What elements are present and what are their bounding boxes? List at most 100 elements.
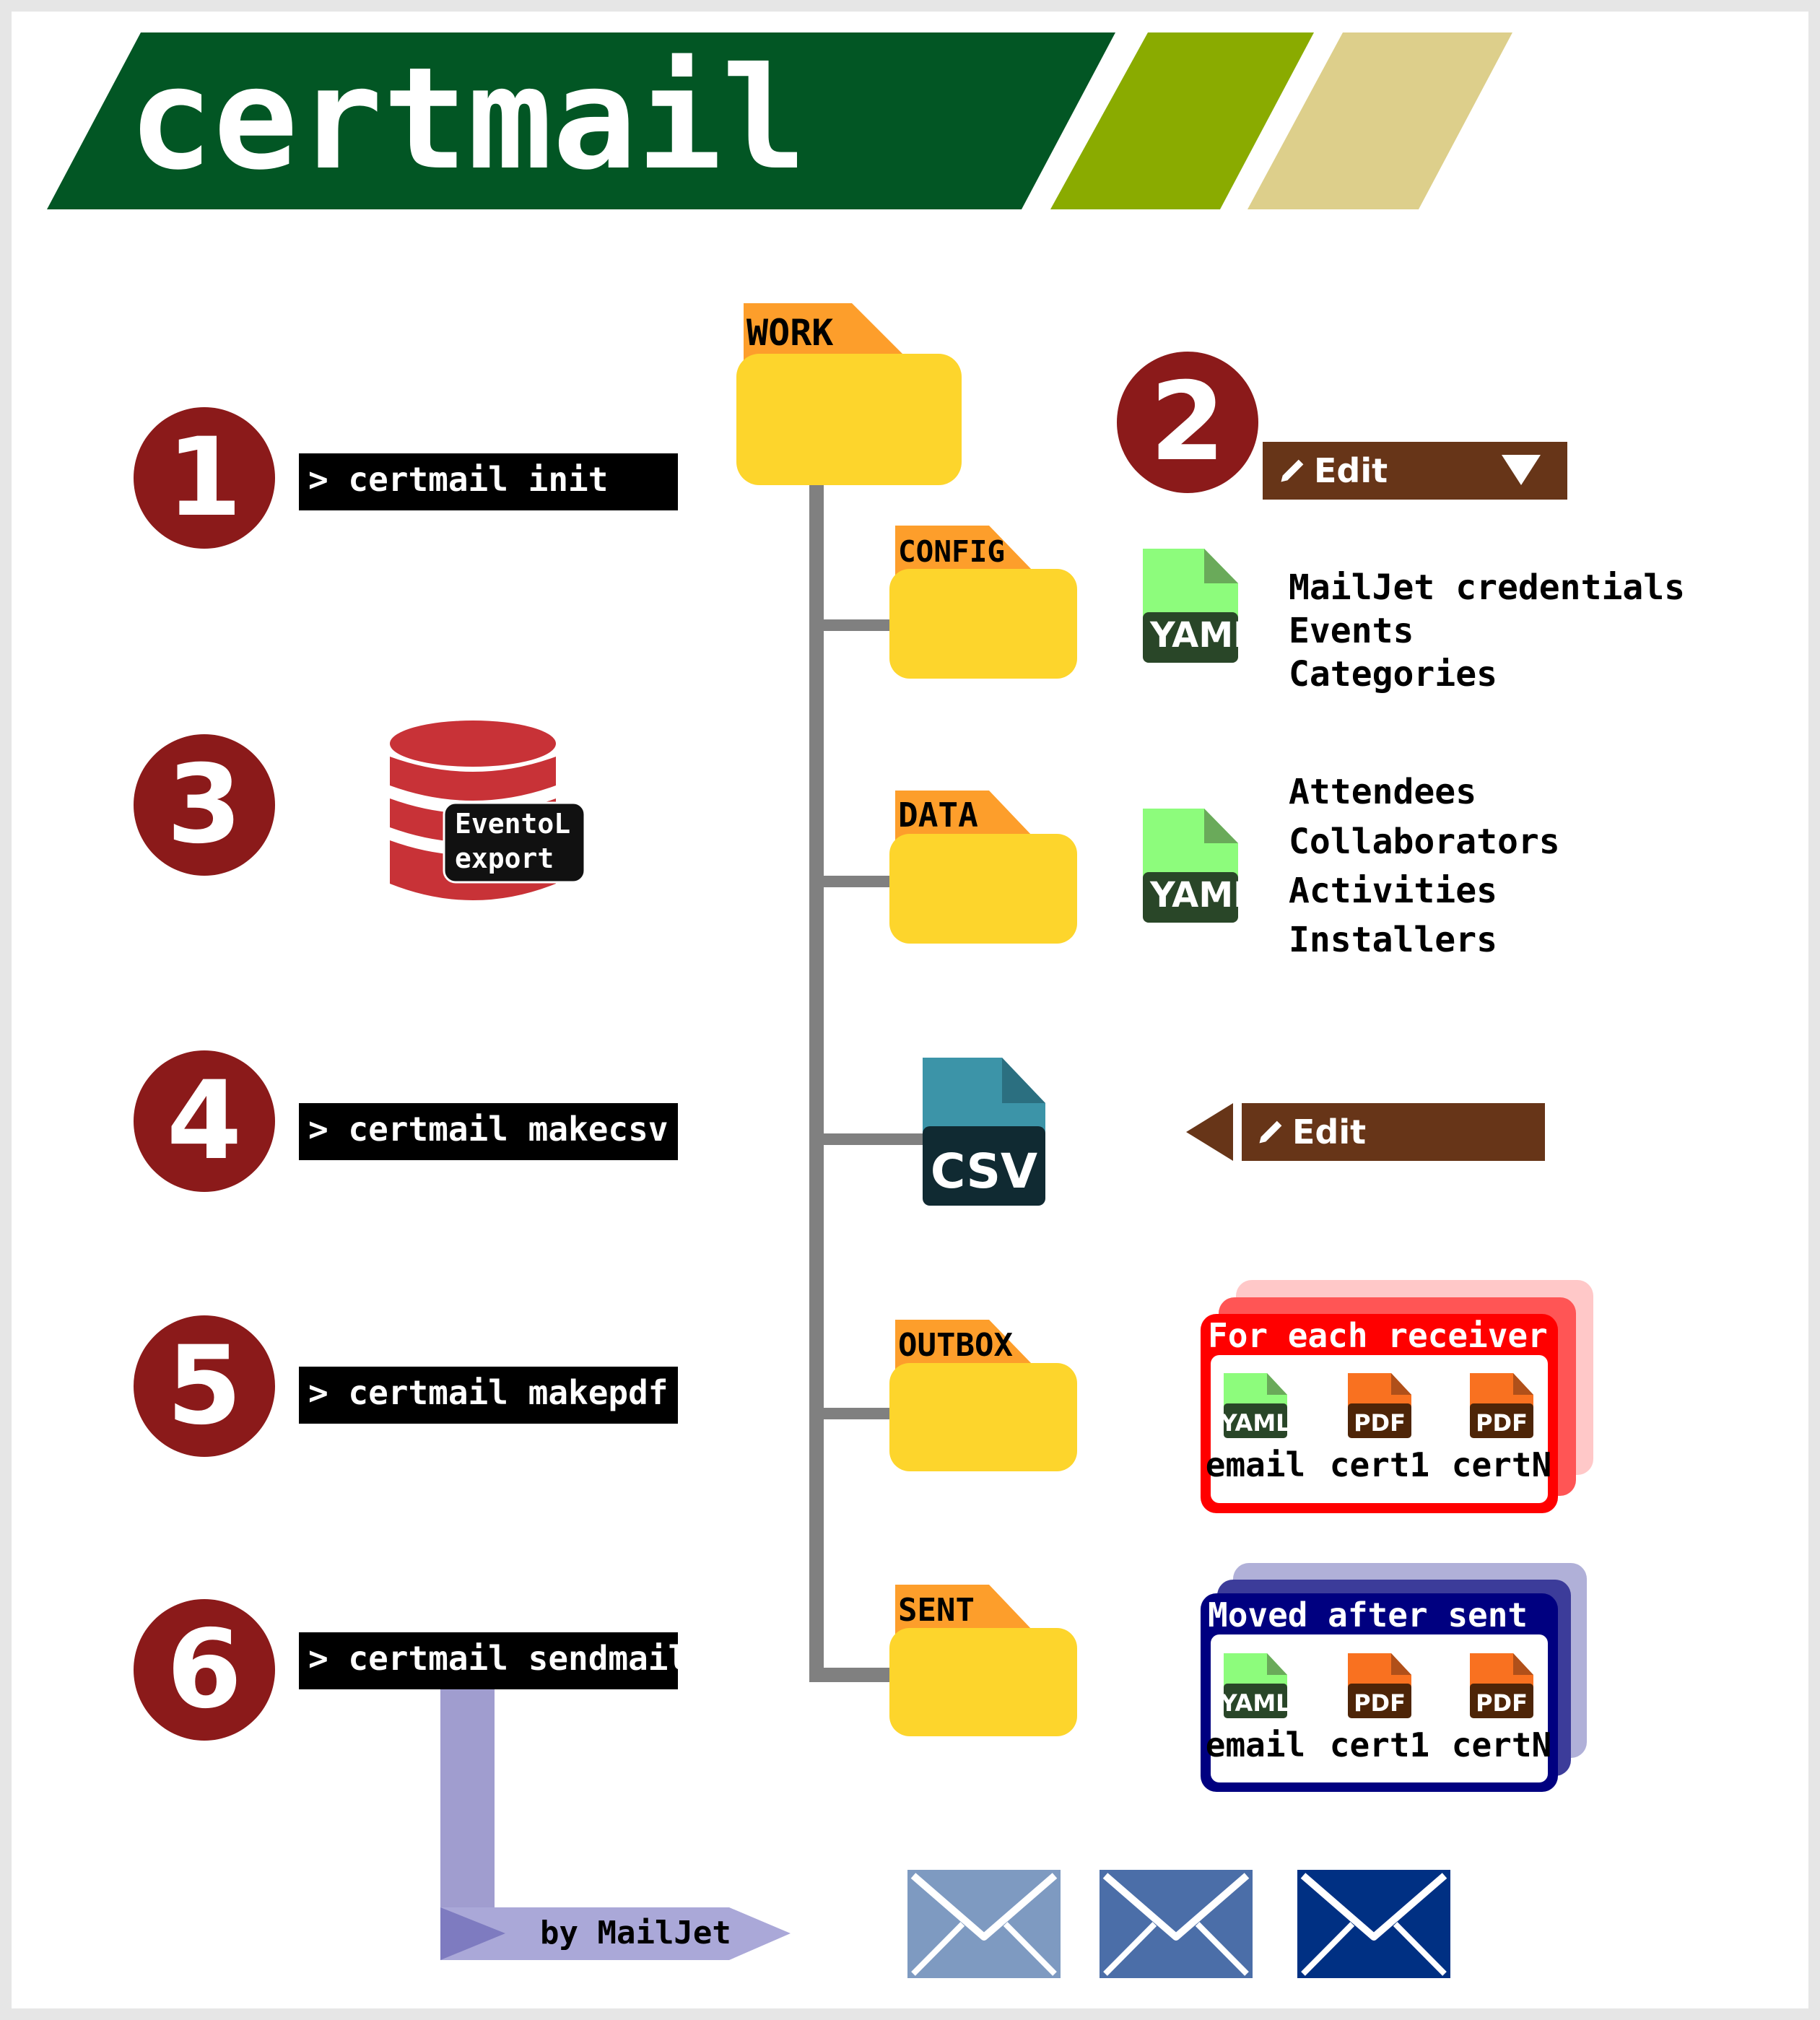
- pdf-file-icon[interactable]: PDF certN: [1452, 1373, 1551, 1484]
- step-circle: [134, 1050, 275, 1192]
- sent-title: Moved after sent: [1208, 1595, 1528, 1634]
- banner-dark-green: [47, 32, 1115, 209]
- folder-icon: [889, 1628, 1077, 1736]
- config-item: MailJet credentials: [1289, 567, 1685, 608]
- tree-branch-sent: [809, 1668, 892, 1682]
- command-box[interactable]: [299, 453, 678, 510]
- csv-file-fold: [1002, 1058, 1045, 1103]
- step-number: 1: [167, 415, 242, 541]
- work-folder[interactable]: WORK: [736, 303, 962, 485]
- data-items: Attendees Collaborators Activities Insta…: [1289, 772, 1560, 960]
- db-label-box: [443, 801, 586, 884]
- step-1: 1 > certmail init: [134, 407, 678, 549]
- file-type-label: YAML: [1219, 1689, 1290, 1717]
- envelope-icon: [1100, 1870, 1253, 1978]
- envelope-icon: [907, 1870, 1061, 1978]
- command-box[interactable]: [299, 1632, 678, 1689]
- step-number: 5: [167, 1323, 242, 1449]
- data-item: Activities: [1289, 871, 1497, 911]
- data-folder[interactable]: DATA: [889, 791, 1077, 944]
- step-circle: [134, 407, 275, 549]
- file-caption: email: [1206, 1725, 1305, 1764]
- mailjet-label: by MailJet: [540, 1915, 731, 1951]
- data-item: Attendees: [1289, 772, 1476, 812]
- envelopes: [907, 1870, 1450, 1978]
- triangle-left-icon: [1186, 1103, 1233, 1161]
- edit-dropdown[interactable]: Edit: [1263, 442, 1567, 500]
- folder-label-work: WORK: [746, 312, 833, 354]
- tree-branch-config: [809, 619, 892, 631]
- file-caption: cert1: [1330, 1445, 1429, 1484]
- arrow-joint: [440, 1907, 505, 1960]
- command-text: > certmail sendmail: [308, 1639, 688, 1678]
- envelope-icon: [1297, 1870, 1450, 1978]
- data-yaml-file[interactable]: YAML: [1143, 809, 1255, 923]
- edit-bar[interactable]: [1242, 1103, 1545, 1161]
- stack-files: YAMLemailPDFcert1PDFcertNYAMLemailPDFcer…: [1206, 1373, 1551, 1764]
- folder-label-sent: SENT: [898, 1592, 975, 1629]
- step-2: 2 Edit: [1117, 352, 1567, 500]
- step-6: 6 > certmail sendmail: [134, 1599, 688, 1741]
- yaml-file-fold: [1204, 809, 1238, 843]
- file-type-label: PDF: [1354, 1689, 1406, 1717]
- outbox-title: For each receiver: [1208, 1316, 1548, 1355]
- app-title: certmail: [129, 37, 806, 201]
- pdf-file-icon[interactable]: PDF certN: [1452, 1653, 1551, 1764]
- file-caption: certN: [1452, 1725, 1551, 1764]
- config-items: MailJet credentials Events Categories: [1289, 567, 1685, 695]
- folder-label-data: DATA: [898, 796, 978, 835]
- yaml-file-icon[interactable]: YAML email: [1206, 1653, 1305, 1764]
- outbox-folder[interactable]: OUTBOX: [889, 1320, 1077, 1471]
- yaml-file-band: [1143, 872, 1238, 923]
- triangle-down-icon: [1502, 455, 1541, 485]
- command-text: > certmail makecsv: [308, 1110, 669, 1149]
- pdf-file-icon[interactable]: PDF cert1: [1330, 1373, 1429, 1484]
- edit-label: Edit: [1292, 1113, 1366, 1152]
- file-type-label: PDF: [1476, 1409, 1528, 1437]
- command-text: > certmail init: [308, 460, 608, 499]
- edit-label: Edit: [1314, 451, 1388, 490]
- file-caption: cert1: [1330, 1725, 1429, 1764]
- command-box[interactable]: [299, 1103, 678, 1160]
- step-circle: [134, 1599, 275, 1741]
- yaml-file-fold: [1204, 549, 1238, 583]
- banner-khaki: [1248, 32, 1512, 209]
- file-type-label: CSV: [931, 1144, 1037, 1199]
- step-circle: [134, 734, 275, 876]
- step-circle: [134, 1315, 275, 1457]
- step-number: 2: [1150, 360, 1225, 485]
- folder-icon: [736, 354, 962, 485]
- config-item: Events: [1289, 611, 1414, 651]
- command-text: > certmail makepdf: [308, 1373, 669, 1412]
- tree-branch-data: [809, 876, 892, 887]
- file-caption: certN: [1452, 1445, 1551, 1484]
- config-folder[interactable]: CONFIG: [889, 526, 1077, 679]
- config-yaml-file[interactable]: YAML: [1143, 549, 1255, 663]
- file-type-label: YAML: [1149, 875, 1255, 915]
- command-box[interactable]: [299, 1367, 678, 1424]
- step-number: 4: [167, 1058, 242, 1184]
- file-type-label: PDF: [1476, 1689, 1528, 1717]
- sent-folder[interactable]: SENT: [889, 1585, 1077, 1736]
- csv-file[interactable]: CSV: [923, 1058, 1045, 1206]
- pdf-file-icon[interactable]: PDF cert1: [1330, 1653, 1429, 1764]
- work-tree: [809, 480, 975, 1682]
- yaml-file-icon[interactable]: YAML email: [1206, 1373, 1305, 1484]
- folder-label-outbox: OUTBOX: [898, 1327, 1013, 1364]
- config-item: Categories: [1289, 654, 1497, 695]
- db-label-line1: EventoL: [455, 808, 570, 840]
- file-type-label: YAML: [1149, 615, 1255, 656]
- yaml-file-band: [1143, 612, 1238, 663]
- db-label-line2: export: [455, 843, 554, 874]
- csv-edit-arrow[interactable]: Edit: [1186, 1103, 1545, 1161]
- tree-trunk: [809, 480, 824, 1682]
- file-type-label: YAML: [1219, 1409, 1290, 1437]
- folder-icon: [889, 1363, 1077, 1471]
- file-caption: email: [1206, 1445, 1305, 1484]
- folder-icon: [889, 569, 1077, 679]
- mailjet-arrow: by MailJet: [440, 1689, 791, 1960]
- file-type-label: PDF: [1354, 1409, 1406, 1437]
- csv-file-band: [923, 1126, 1045, 1206]
- tree-branch-outbox: [809, 1408, 892, 1419]
